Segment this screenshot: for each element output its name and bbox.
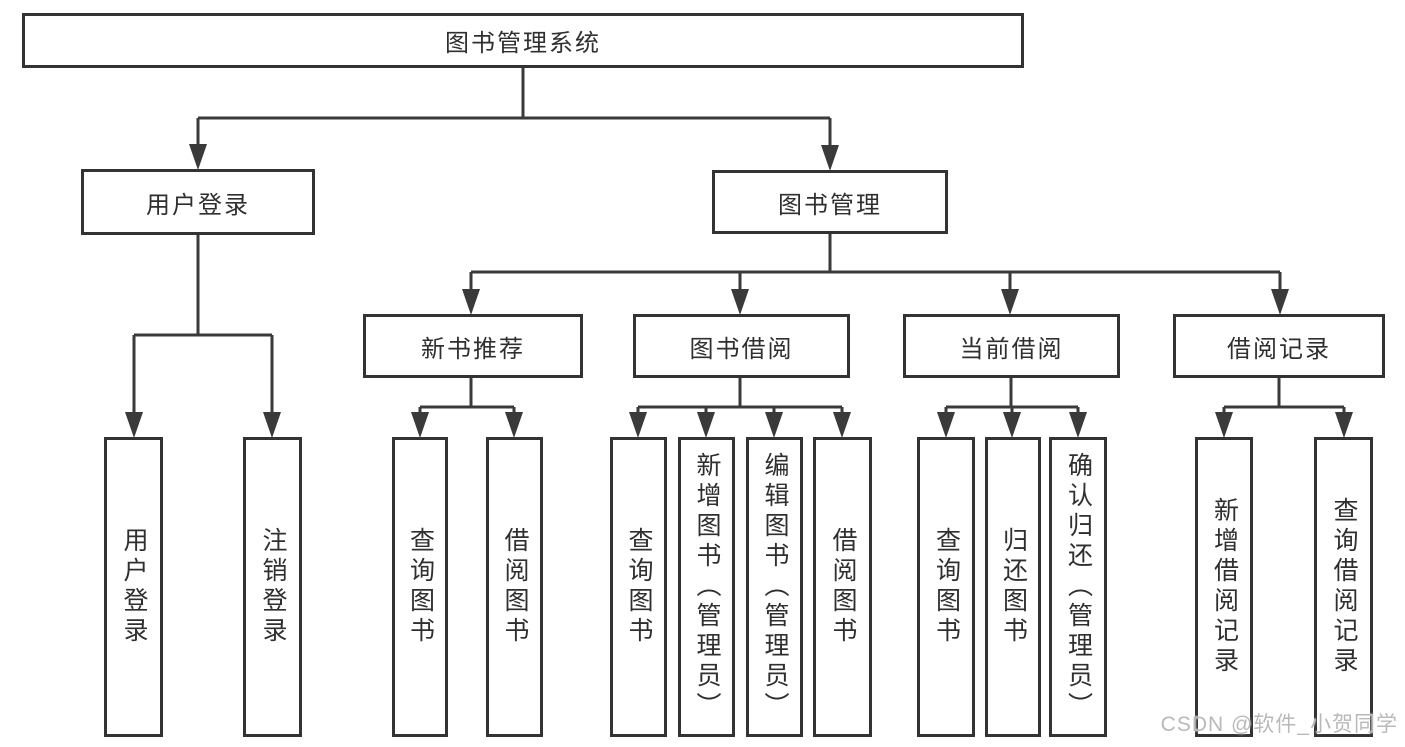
leaf-bb-edit-books: 编辑图书（管理员） <box>746 437 803 737</box>
arrowheads <box>125 144 1353 438</box>
node-book-management: 图书管理 <box>712 170 948 234</box>
leaf-cb-query-books: 查询图书 <box>917 437 975 737</box>
leaf-bb-add-books: 新增图书（管理员） <box>678 437 735 737</box>
leaf-logout: 注销登录 <box>243 437 302 737</box>
leaf-nb-query-books: 查询图书 <box>392 437 448 737</box>
leaf-cb-confirm-return: 确认归还（管理员） <box>1049 437 1107 737</box>
node-new-book-recommend: 新书推荐 <box>363 314 583 378</box>
node-root: 图书管理系统 <box>22 13 1024 68</box>
leaf-br-add-record: 新增借阅记录 <box>1195 437 1253 737</box>
csdn-watermark: CSDN @软件_小贺同学 <box>1160 713 1398 736</box>
leaf-br-query-record: 查询借阅记录 <box>1314 437 1373 737</box>
node-borrow-records: 借阅记录 <box>1173 314 1385 378</box>
leaf-user-login: 用户登录 <box>104 437 163 737</box>
leaf-bb-borrow-books: 借阅图书 <box>813 437 872 737</box>
node-current-borrow: 当前借阅 <box>903 314 1120 378</box>
node-book-borrow: 图书借阅 <box>633 314 850 378</box>
leaf-cb-return-books: 归还图书 <box>985 437 1041 737</box>
leaf-bb-query-books: 查询图书 <box>610 437 667 737</box>
node-user-login: 用户登录 <box>81 169 315 235</box>
leaf-nb-borrow-books: 借阅图书 <box>486 437 543 737</box>
